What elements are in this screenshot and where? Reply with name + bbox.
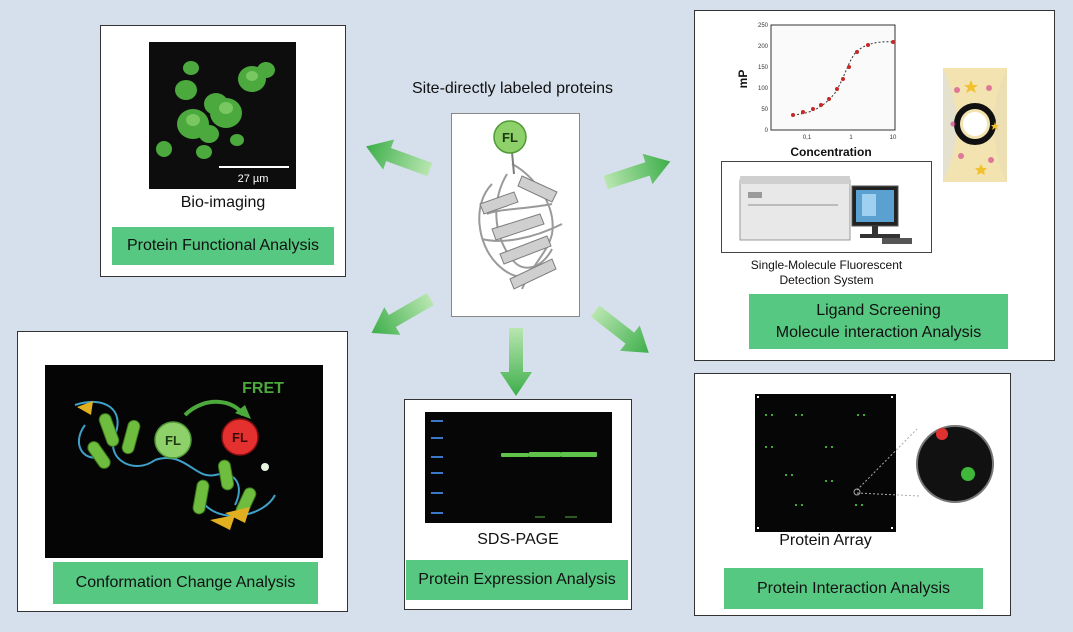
instrument-panel [721,161,932,253]
y-tick: 50 [761,107,768,113]
y-tick: 0 [765,128,769,134]
sds-page-label: SDS-PAGE [477,531,559,548]
array-zoom-inset [853,425,994,503]
protein-expression-analysis-box: Protein Expression Analysis [406,560,628,600]
y-tick: 250 [758,23,769,29]
fl-green-label: FL [165,433,181,448]
protein-interaction-analysis-box: Protein Interaction Analysis [724,568,983,609]
bioimaging-micrograph: 27 µm [149,42,296,189]
conformation-panel: FL FL FRET Conformation Change Analysis [17,331,348,612]
bioimaging-label: Bio-imaging [180,194,266,211]
x-tick: 0,1 [803,135,812,141]
bioimaging-panel: 27 µm Bio-imaging Protein Functional Ana… [100,25,346,277]
scale-bar-label: 27 µm [238,173,269,185]
fret-label: FRET [242,380,284,397]
y-tick: 100 [758,86,769,92]
fluorescence-instrument-image [739,176,912,244]
protein-array-image [755,394,896,532]
molecule-interaction-label: Molecule interaction Analysis [775,323,982,341]
array-panel: Protein Array Protein Interaction Analys… [694,373,1011,616]
instrument-label-line2: Detection System [779,273,874,287]
ligand-screening-box: Ligand Screening Molecule interaction An… [749,294,1008,349]
y-tick: 150 [758,65,769,71]
membrane-vesicle-illustration [943,68,1007,182]
protein-functional-analysis-box: Protein Functional Analysis [112,227,334,265]
sds-panel: SDS-PAGE Protein Expression Analysis [404,399,632,610]
instrument-label-line1: Single-Molecule Fluorescent [750,258,903,272]
protein-ribbon-illustration: FL [478,120,563,290]
conformation-change-analysis-box: Conformation Change Analysis [53,562,318,604]
y-tick: 200 [758,44,769,50]
sds-page-gel-image [425,412,612,523]
x-tick: 1 [849,135,853,141]
ligand-screening-label: Ligand Screening [816,301,941,319]
y-axis-label: mP [736,70,750,89]
center-fl-label: FL [502,130,518,145]
x-axis-label: Concentration [790,145,871,159]
center-protein-panel: FL [451,113,580,317]
center-title: Site-directly labeled proteins [412,80,613,97]
protein-array-label: Protein Array [779,532,872,549]
x-tick: 10 [890,135,897,141]
screening-panel: 250 200 150 100 50 0 0,1 1 10 mP Concent… [694,10,1055,361]
binding-curve-chart: 250 200 150 100 50 0 0,1 1 10 mP Concent… [736,23,897,159]
fret-structure-image: FL FL FRET [45,365,323,558]
fl-red-label: FL [232,430,248,445]
